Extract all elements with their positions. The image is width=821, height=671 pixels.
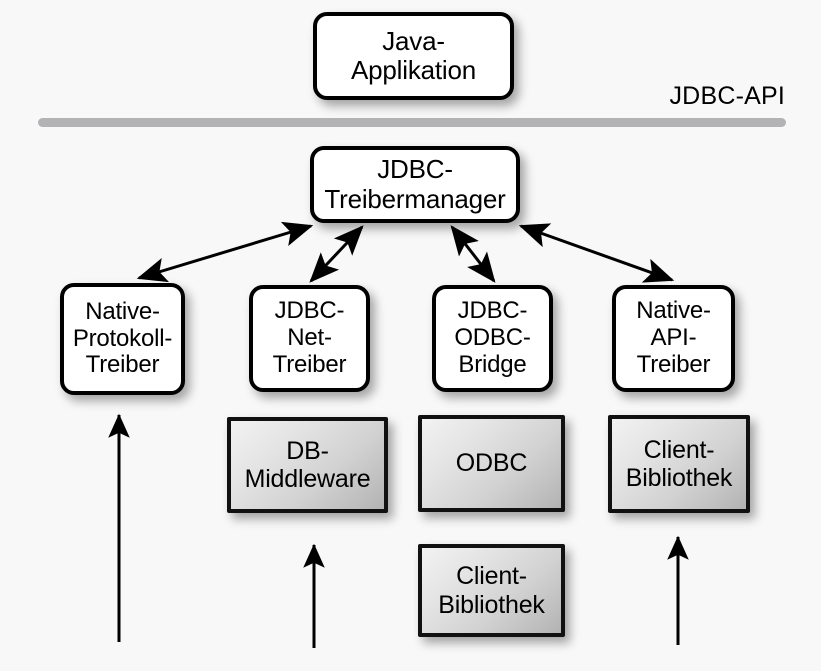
node-java-applikation[interactable]: Java-Applikation: [313, 12, 514, 100]
node-jdbc-net-treiber-line2: Net-: [287, 324, 332, 352]
node-jdbc-net-treiber[interactable]: JDBC-Net-Treiber: [249, 285, 370, 392]
node-java-applikation-line2: Applikation: [351, 55, 476, 85]
node-jdbc-odbc-bridge[interactable]: JDBC-ODBC-Bridge: [432, 285, 553, 392]
node-native-protokoll-treiber-label: Native-Protokoll-Treiber: [64, 297, 181, 380]
box-db-middleware-label: DB-Middleware: [231, 437, 384, 494]
arrow-manager-native-api: [518, 223, 675, 283]
box-odbc-label: ODBC: [455, 449, 528, 478]
node-jdbc-net-treiber-label: JDBC-Net-Treiber: [253, 297, 366, 379]
node-jdbc-net-treiber-line1: JDBC-: [274, 297, 345, 325]
node-jdbc-odbc-bridge-line2: ODBC-: [454, 324, 531, 352]
node-native-api-treiber-line1: Native-: [636, 297, 711, 325]
arrow-manager-jdbc-net: [309, 225, 364, 283]
node-jdbc-treibermanager-label: JDBC-Treibermanager: [314, 155, 516, 213]
arrow-manager-jdbc-odbc: [450, 225, 496, 283]
jdbc-api-label: JDBC-API: [669, 82, 785, 110]
box-odbc[interactable]: ODBC: [418, 415, 565, 512]
node-java-applikation-label: Java-Applikation: [317, 25, 510, 85]
box-db-middleware[interactable]: DB-Middleware: [227, 417, 388, 513]
box-client-bibliothek-bottom-line1: Client-: [456, 562, 527, 590]
box-db-middleware-line2: Middleware: [244, 465, 371, 493]
node-native-protokoll-treiber-line3: Treiber: [85, 351, 160, 379]
box-client-bibliothek-right[interactable]: Client-Bibliothek: [608, 415, 750, 513]
node-native-protokoll-treiber-line1: Native-: [85, 297, 160, 325]
box-client-bibliothek-bottom[interactable]: Client-Bibliothek: [418, 544, 565, 637]
box-client-bibliothek-right-line2: Bibliothek: [625, 464, 733, 492]
box-client-bibliothek-right-line1: Client-: [643, 435, 715, 464]
box-client-bibliothek-right-label: Client-Bibliothek: [612, 436, 746, 493]
node-native-api-treiber-line3: Treiber: [636, 350, 711, 378]
node-native-protokoll-treiber[interactable]: Native-Protokoll-Treiber: [60, 283, 185, 395]
node-java-applikation-line1: Java-: [382, 25, 445, 56]
node-native-protokoll-treiber-line2: Protokoll-: [72, 324, 173, 352]
node-jdbc-treibermanager[interactable]: JDBC-Treibermanager: [310, 146, 520, 223]
box-client-bibliothek-bottom-line2: Bibliothek: [438, 590, 545, 619]
node-jdbc-treibermanager-line1: JDBC-: [377, 154, 453, 185]
node-native-api-treiber-label: Native-API-Treiber: [616, 297, 731, 379]
box-db-middleware-line1: DB-: [286, 436, 329, 465]
node-native-api-treiber-line2: API-: [650, 324, 697, 352]
jdbc-api-divider-bar: [38, 118, 786, 127]
node-jdbc-odbc-bridge-line3: Bridge: [458, 350, 527, 378]
node-jdbc-odbc-bridge-label: JDBC-ODBC-Bridge: [436, 297, 549, 379]
node-jdbc-treibermanager-line2: Treibermanager: [324, 183, 506, 214]
box-client-bibliothek-bottom-label: Client-Bibliothek: [422, 562, 561, 619]
node-jdbc-odbc-bridge-line1: JDBC-: [457, 297, 528, 325]
node-native-api-treiber[interactable]: Native-API-Treiber: [612, 285, 735, 392]
arrow-manager-native-protokoll: [136, 221, 314, 283]
node-jdbc-net-treiber-line3: Treiber: [272, 350, 347, 378]
